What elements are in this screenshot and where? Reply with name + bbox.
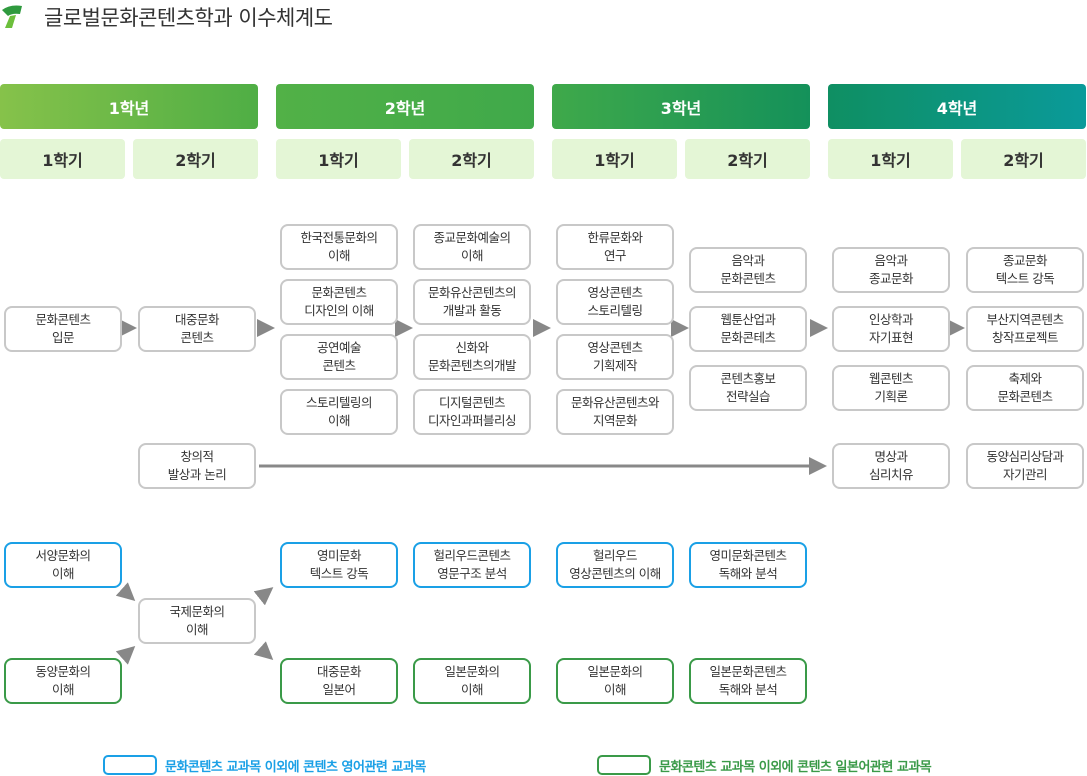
semester-header: 1학기	[828, 139, 953, 179]
course-box: 음악과 문화콘텐츠	[689, 247, 807, 293]
semester-header: 2학기	[961, 139, 1086, 179]
arrow	[115, 582, 136, 602]
course-box: 음악과 종교문화	[832, 247, 950, 293]
year-header-4: 4학년	[828, 84, 1086, 129]
arrow	[253, 641, 274, 661]
semester-header: 1학기	[0, 139, 125, 179]
course-box: 부산지역콘텐츠 창작프로젝트	[966, 306, 1084, 352]
course-box: 문화유산콘텐츠의 개발과 활동	[413, 279, 531, 325]
year-header-2: 2학년	[276, 84, 534, 129]
course-box: 서양문화의 이해	[4, 542, 122, 588]
course-box: 명상과 심리치유	[832, 443, 950, 489]
year-header-3: 3학년	[552, 84, 810, 129]
course-box: 문화콘텐츠 디자인의 이해	[280, 279, 398, 325]
legend-swatch-blue	[103, 755, 157, 775]
legend-english: 문화콘텐츠 교과목 이외에 콘텐츠 영어관련 교과목	[103, 755, 426, 775]
legend-label: 문화콘텐츠 교과목 이외에 콘텐츠 일본어관련 교과목	[659, 759, 932, 775]
course-box: 콘텐츠홍보 전략실습	[689, 365, 807, 411]
course-box: 문화유산콘텐츠와 지역문화	[556, 389, 674, 435]
legend-label: 문화콘텐츠 교과목 이외에 콘텐츠 영어관련 교과목	[165, 759, 426, 775]
page-title: 글로벌문화콘텐츠학과 이수체계도	[44, 6, 333, 30]
course-box: 헐리우드콘텐츠 영문구조 분석	[413, 542, 531, 588]
course-box: 동양문화의 이해	[4, 658, 122, 704]
course-box: 종교문화 텍스트 강독	[966, 247, 1084, 293]
course-box: 영상콘텐츠 스토리텔링	[556, 279, 674, 325]
course-box: 종교문화예술의 이해	[413, 224, 531, 270]
course-box: 축제와 문화콘텐츠	[966, 365, 1084, 411]
logo-icon	[2, 5, 22, 28]
course-box: 국제문화의 이해	[138, 598, 256, 644]
course-box: 인상학과 자기표현	[832, 306, 950, 352]
semester-header: 2학기	[409, 139, 534, 179]
course-box: 공연예술 콘텐츠	[280, 334, 398, 380]
course-box: 스토리텔링의 이해	[280, 389, 398, 435]
course-box: 대중문화 콘텐츠	[138, 306, 256, 352]
course-box: 일본문화콘텐츠 독해와 분석	[689, 658, 807, 704]
arrow	[115, 645, 136, 665]
legend-japanese: 문화콘텐츠 교과목 이외에 콘텐츠 일본어관련 교과목	[597, 755, 932, 775]
semester-header: 2학기	[685, 139, 810, 179]
semester-header: 1학기	[552, 139, 677, 179]
course-box: 동양심리상담과 자기관리	[966, 443, 1084, 489]
course-box: 대중문화 일본어	[280, 658, 398, 704]
arrow	[253, 587, 274, 606]
course-box: 영미문화콘텐츠 독해와 분석	[689, 542, 807, 588]
course-box: 창의적 발상과 논리	[138, 443, 256, 489]
semester-header: 2학기	[133, 139, 258, 179]
course-box: 일본문화의 이해	[556, 658, 674, 704]
course-box: 웹콘텐츠 기획론	[832, 365, 950, 411]
course-box: 한국전통문화의 이해	[280, 224, 398, 270]
course-box: 문화콘텐츠 입문	[4, 306, 122, 352]
course-box: 신화와 문화콘텐츠의개발	[413, 334, 531, 380]
course-box: 헐리우드 영상콘텐츠의 이해	[556, 542, 674, 588]
legend-swatch-green	[597, 755, 651, 775]
semester-header: 1학기	[276, 139, 401, 179]
course-box: 디지털콘텐츠 디자인과퍼블리싱	[413, 389, 531, 435]
course-box: 일본문화의 이해	[413, 658, 531, 704]
course-box: 한류문화와 연구	[556, 224, 674, 270]
year-header-1: 1학년	[0, 84, 258, 129]
course-box: 영미문화 텍스트 강독	[280, 542, 398, 588]
course-box: 영상콘텐츠 기획제작	[556, 334, 674, 380]
course-box: 웹툰산업과 문화콘테츠	[689, 306, 807, 352]
